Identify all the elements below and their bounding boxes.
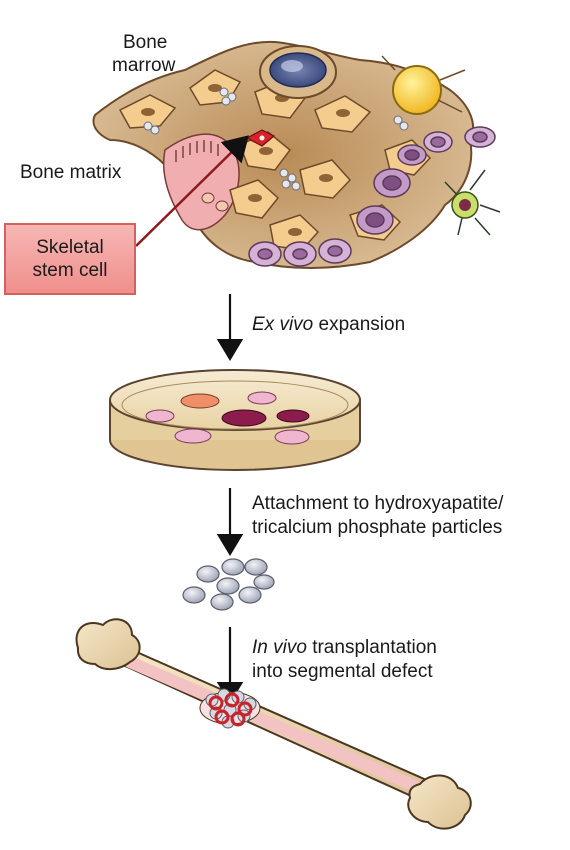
skeletal-stem-cell-box: Skeletal stem cell <box>4 223 136 295</box>
label-bone-marrow-line1: Bone <box>123 32 168 53</box>
step-in-vivo-line2: into segmental defect <box>252 661 433 682</box>
label-bone-marrow-line2: marrow <box>112 55 176 76</box>
step-3-italic: In vivo <box>252 637 307 658</box>
label-bone-matrix: Bone matrix <box>20 162 122 183</box>
step-1-text: expansion <box>313 314 406 335</box>
step-in-vivo-line1: In vivo transplantation <box>252 636 437 659</box>
long-bone-icon <box>75 618 472 830</box>
step-3-text: transplantation <box>306 637 437 658</box>
step-1-italic: Ex vivo <box>252 314 314 335</box>
label-stem-cell-line1: Skeletal <box>36 237 104 258</box>
step-ex-vivo-expansion: Ex vivo expansion <box>252 313 405 336</box>
step-attachment-line1: Attachment to hydroxyapatite/ <box>252 493 504 514</box>
stem-cell-pointer <box>135 135 249 247</box>
segmental-defect <box>199 688 261 729</box>
step-attachment-line2: tricalcium phosphate particles <box>252 517 503 538</box>
petri-dish-icon <box>109 369 361 471</box>
label-stem-cell-line2: stem cell <box>32 260 108 281</box>
particles-icon <box>182 558 275 611</box>
bone-marrow-illustration <box>92 40 501 269</box>
